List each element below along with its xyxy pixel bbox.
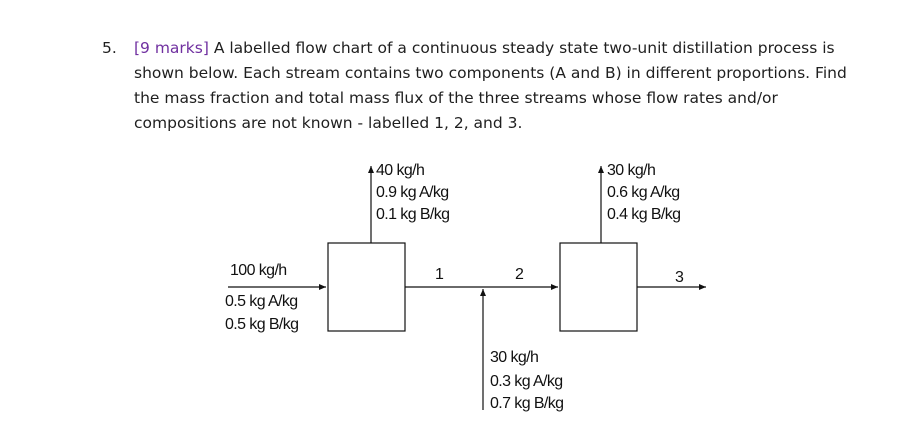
question-number: 5.	[102, 39, 117, 57]
top2-b: 0.4 kg B/kg	[607, 206, 680, 223]
top2-a: 0.6 kg A/kg	[607, 184, 680, 201]
stream-2-label: 2	[515, 266, 524, 283]
question-text: [9 marks] A labelled flow chart of a con…	[134, 36, 894, 136]
distillation-unit-2	[559, 242, 638, 332]
distillation-unit-1	[327, 242, 406, 332]
top1-b: 0.1 kg B/kg	[376, 206, 449, 223]
question-line-3: the mass fraction and total mass flux of…	[134, 89, 778, 107]
side-b: 0.7 kg B/kg	[490, 395, 563, 412]
stream-3-label: 3	[675, 269, 684, 286]
question-line-4: compositions are not known - labelled 1,…	[134, 114, 523, 132]
side-flow: 30 kg/h	[490, 349, 538, 366]
feed-flow: 100 kg/h	[230, 262, 287, 279]
question-line-2: shown below. Each stream contains two co…	[134, 64, 847, 82]
top1-flow: 40 kg/h	[376, 162, 424, 179]
feed-b: 0.5 kg B/kg	[225, 316, 298, 333]
top2-flow: 30 kg/h	[607, 162, 655, 179]
question-line-1: [9 marks] A labelled flow chart of a con…	[134, 39, 835, 57]
top1-a: 0.9 kg A/kg	[376, 184, 449, 201]
stream-1-label: 1	[435, 266, 444, 283]
marks-label: [9 marks]	[134, 39, 209, 57]
side-a: 0.3 kg A/kg	[490, 373, 563, 390]
feed-a: 0.5 kg A/kg	[225, 293, 298, 310]
